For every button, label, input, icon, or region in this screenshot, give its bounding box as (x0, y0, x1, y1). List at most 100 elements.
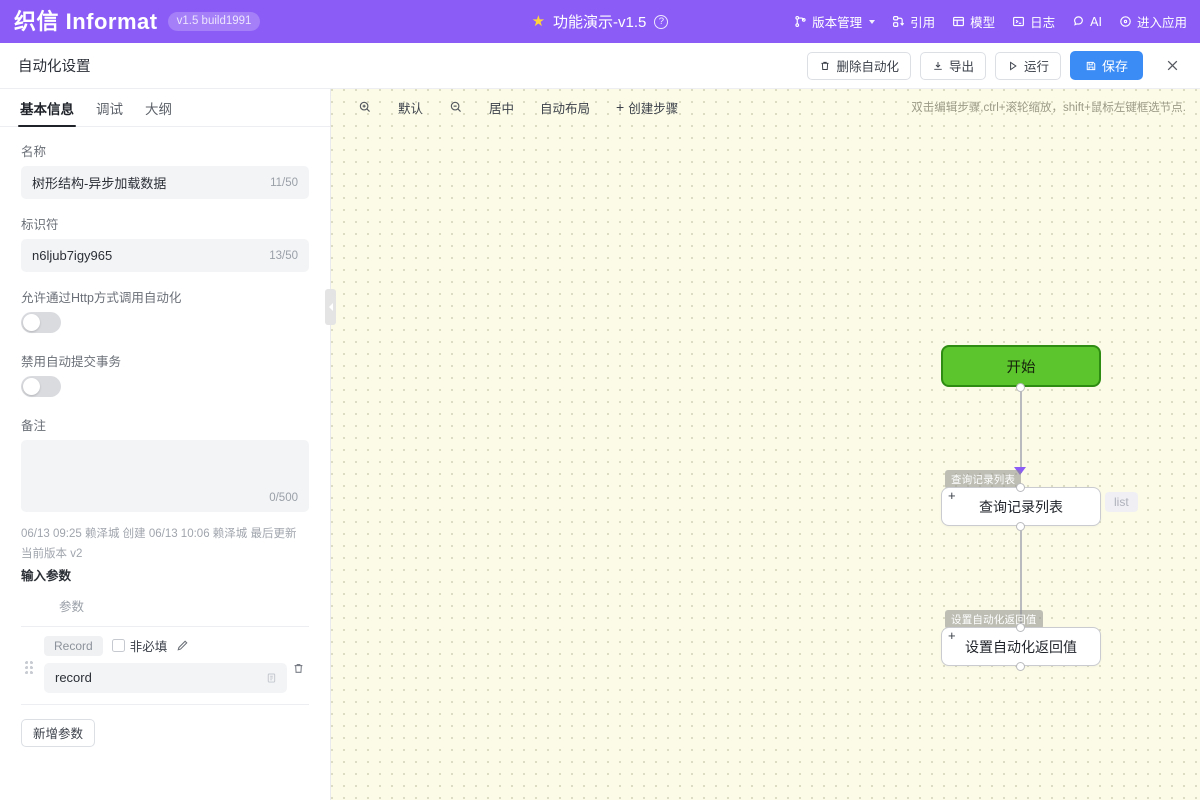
branch-icon (794, 15, 807, 28)
download-icon (932, 60, 944, 72)
pencil-icon[interactable] (176, 639, 189, 652)
tab-basic-info[interactable]: 基本信息 (18, 98, 76, 127)
param-column-header: 参数 (21, 584, 309, 627)
save-disk-icon (1085, 60, 1097, 72)
canvas-toolbar: 默认 居中 自动布局 + 创建步骤 双击编辑步骤,ctrl+滚轮缩放，shift… (331, 89, 1200, 125)
top-menu-item-reference[interactable]: 引用 (892, 12, 935, 31)
copy-icon[interactable] (266, 672, 278, 684)
param-meta: Record 非必填 (44, 635, 287, 656)
trash-icon (819, 60, 831, 72)
meta-timestamps: 06/13 09:25 赖泽城 创建 06/13 10:06 赖泽城 最后更新 (21, 528, 297, 540)
automation-toolbar: 自动化设置 删除自动化 导出 运行 (0, 43, 1200, 89)
save-button[interactable]: 保存 (1069, 51, 1143, 80)
meta-version: 当前版本 v2 (21, 547, 83, 560)
http-toggle[interactable] (21, 312, 61, 333)
tab-debug[interactable]: 调试 (96, 102, 123, 117)
top-menu-label: AI (1090, 14, 1102, 29)
app-title-group: ★ 功能演示-v1.5 ? (0, 0, 1200, 43)
add-param-button[interactable]: 新增参数 (21, 718, 96, 747)
create-step-button[interactable]: + 创建步骤 (603, 98, 691, 117)
param-type-chip: Record (44, 635, 103, 656)
input-params-title: 输入参数 (21, 568, 72, 583)
zoom-default-button[interactable]: 默认 (398, 101, 424, 116)
center-button[interactable]: 居中 (489, 101, 515, 116)
param-name-value: record (55, 670, 92, 686)
model-grid-icon (952, 15, 965, 28)
node-start[interactable]: 开始 (941, 345, 1101, 387)
identifier-field-value: n6ljub7igy965 (32, 248, 113, 263)
top-navigation-bar: 织信 Informat v1.5 build1991 ★ 功能演示-v1.5 ?… (0, 0, 1200, 43)
export-label: 导出 (948, 60, 974, 74)
brand-logo: 织信 Informat (14, 8, 158, 34)
param-optional-label: 非必填 (129, 640, 168, 655)
name-field-counter: 11/50 (270, 176, 298, 189)
identifier-field[interactable]: n6ljub7igy965 13/50 (21, 239, 309, 272)
play-icon (1007, 60, 1019, 72)
auto-layout-button[interactable]: 自动布局 (540, 101, 591, 116)
top-menu-item-enter-app[interactable]: 进入应用 (1119, 12, 1187, 31)
node-return[interactable]: + 设置自动化返回值 (941, 627, 1101, 666)
param-optional-checkbox[interactable] (111, 639, 125, 653)
top-menu-item-model[interactable]: 模型 (952, 12, 995, 31)
app-title: 功能演示-v1.5 (553, 14, 647, 31)
node-return-input-port[interactable] (1016, 623, 1025, 632)
star-icon: ★ (531, 13, 546, 30)
top-menu-item-ai[interactable]: AI (1072, 15, 1102, 29)
top-menu-label: 进入应用 (1136, 16, 1187, 30)
delete-automation-label: 删除自动化 (836, 60, 899, 74)
chevron-down-icon (869, 19, 876, 24)
help-circle-icon[interactable]: ? (654, 14, 669, 29)
flow-canvas[interactable]: 默认 居中 自动布局 + 创建步骤 双击编辑步骤,ctrl+滚轮缩放，shift… (331, 89, 1200, 800)
node-query-input-port[interactable] (1016, 483, 1025, 492)
settings-form: 名称 树形结构-异步加载数据 11/50 标识符 n6ljub7igy965 1… (0, 127, 330, 800)
zoom-out-button[interactable] (436, 100, 476, 114)
node-return-output-port[interactable] (1016, 662, 1025, 671)
name-field-value: 树形结构-异步加载数据 (32, 176, 167, 191)
brand: 织信 Informat v1.5 build1991 (0, 8, 261, 34)
node-start-output-port[interactable] (1016, 383, 1025, 392)
toolbar-actions: 删除自动化 导出 运行 保存 (807, 51, 1186, 80)
settings-panel: 基本信息 调试 大纲 名称 树形结构-异步加载数据 11/50 标识符 n6lj… (0, 89, 336, 800)
param-main: Record 非必填 record (37, 635, 287, 693)
top-menu-label: 模型 (970, 16, 996, 30)
drag-handle-icon[interactable] (21, 636, 37, 675)
remark-field-label: 备注 (21, 419, 47, 433)
enter-app-icon (1119, 15, 1132, 28)
identifier-field-label: 标识符 (21, 218, 59, 232)
plus-icon: + (616, 99, 625, 115)
top-menu-label: 版本管理 (812, 16, 863, 30)
name-field[interactable]: 树形结构-异步加载数据 11/50 (21, 166, 309, 199)
param-delete-button[interactable] (287, 636, 309, 675)
node-return-label: 设置自动化返回值 (965, 638, 1077, 655)
collapse-panel-icon[interactable] (325, 289, 336, 325)
node-return-add-icon[interactable]: + (948, 628, 956, 643)
node-query[interactable]: + 查询记录列表 (941, 487, 1101, 526)
node-query-output-chip: list (1105, 492, 1138, 512)
delete-automation-button[interactable]: 删除自动化 (807, 51, 911, 80)
tab-outline[interactable]: 大纲 (145, 102, 172, 117)
link-ref-icon (892, 15, 905, 28)
workspace: 基本信息 调试 大纲 名称 树形结构-异步加载数据 11/50 标识符 n6lj… (0, 89, 1200, 800)
zoom-in-button[interactable] (345, 100, 385, 114)
edge-start-to-query (1020, 387, 1022, 473)
run-label: 运行 (1023, 60, 1049, 74)
top-menu-item-version[interactable]: 版本管理 (794, 12, 876, 31)
close-icon[interactable] (1158, 52, 1186, 80)
remark-field[interactable]: 0/500 (21, 440, 309, 512)
param-name-input[interactable]: record (44, 662, 287, 693)
ai-sparkle-icon (1072, 15, 1085, 28)
log-terminal-icon (1012, 15, 1025, 28)
identifier-field-counter: 13/50 (269, 249, 298, 262)
run-button[interactable]: 运行 (994, 51, 1061, 80)
create-step-label: 创建步骤 (628, 101, 679, 116)
top-menu-item-log[interactable]: 日志 (1012, 12, 1055, 31)
save-label: 保存 (1101, 59, 1128, 74)
top-menu-label: 引用 (910, 16, 936, 30)
node-query-output-port[interactable] (1016, 522, 1025, 531)
version-badge: v1.5 build1991 (167, 12, 261, 31)
node-query-add-icon[interactable]: + (948, 488, 956, 503)
transaction-toggle[interactable] (21, 376, 61, 397)
export-button[interactable]: 导出 (919, 51, 986, 80)
top-menu: 版本管理 引用 模型 日志 (794, 12, 1200, 31)
